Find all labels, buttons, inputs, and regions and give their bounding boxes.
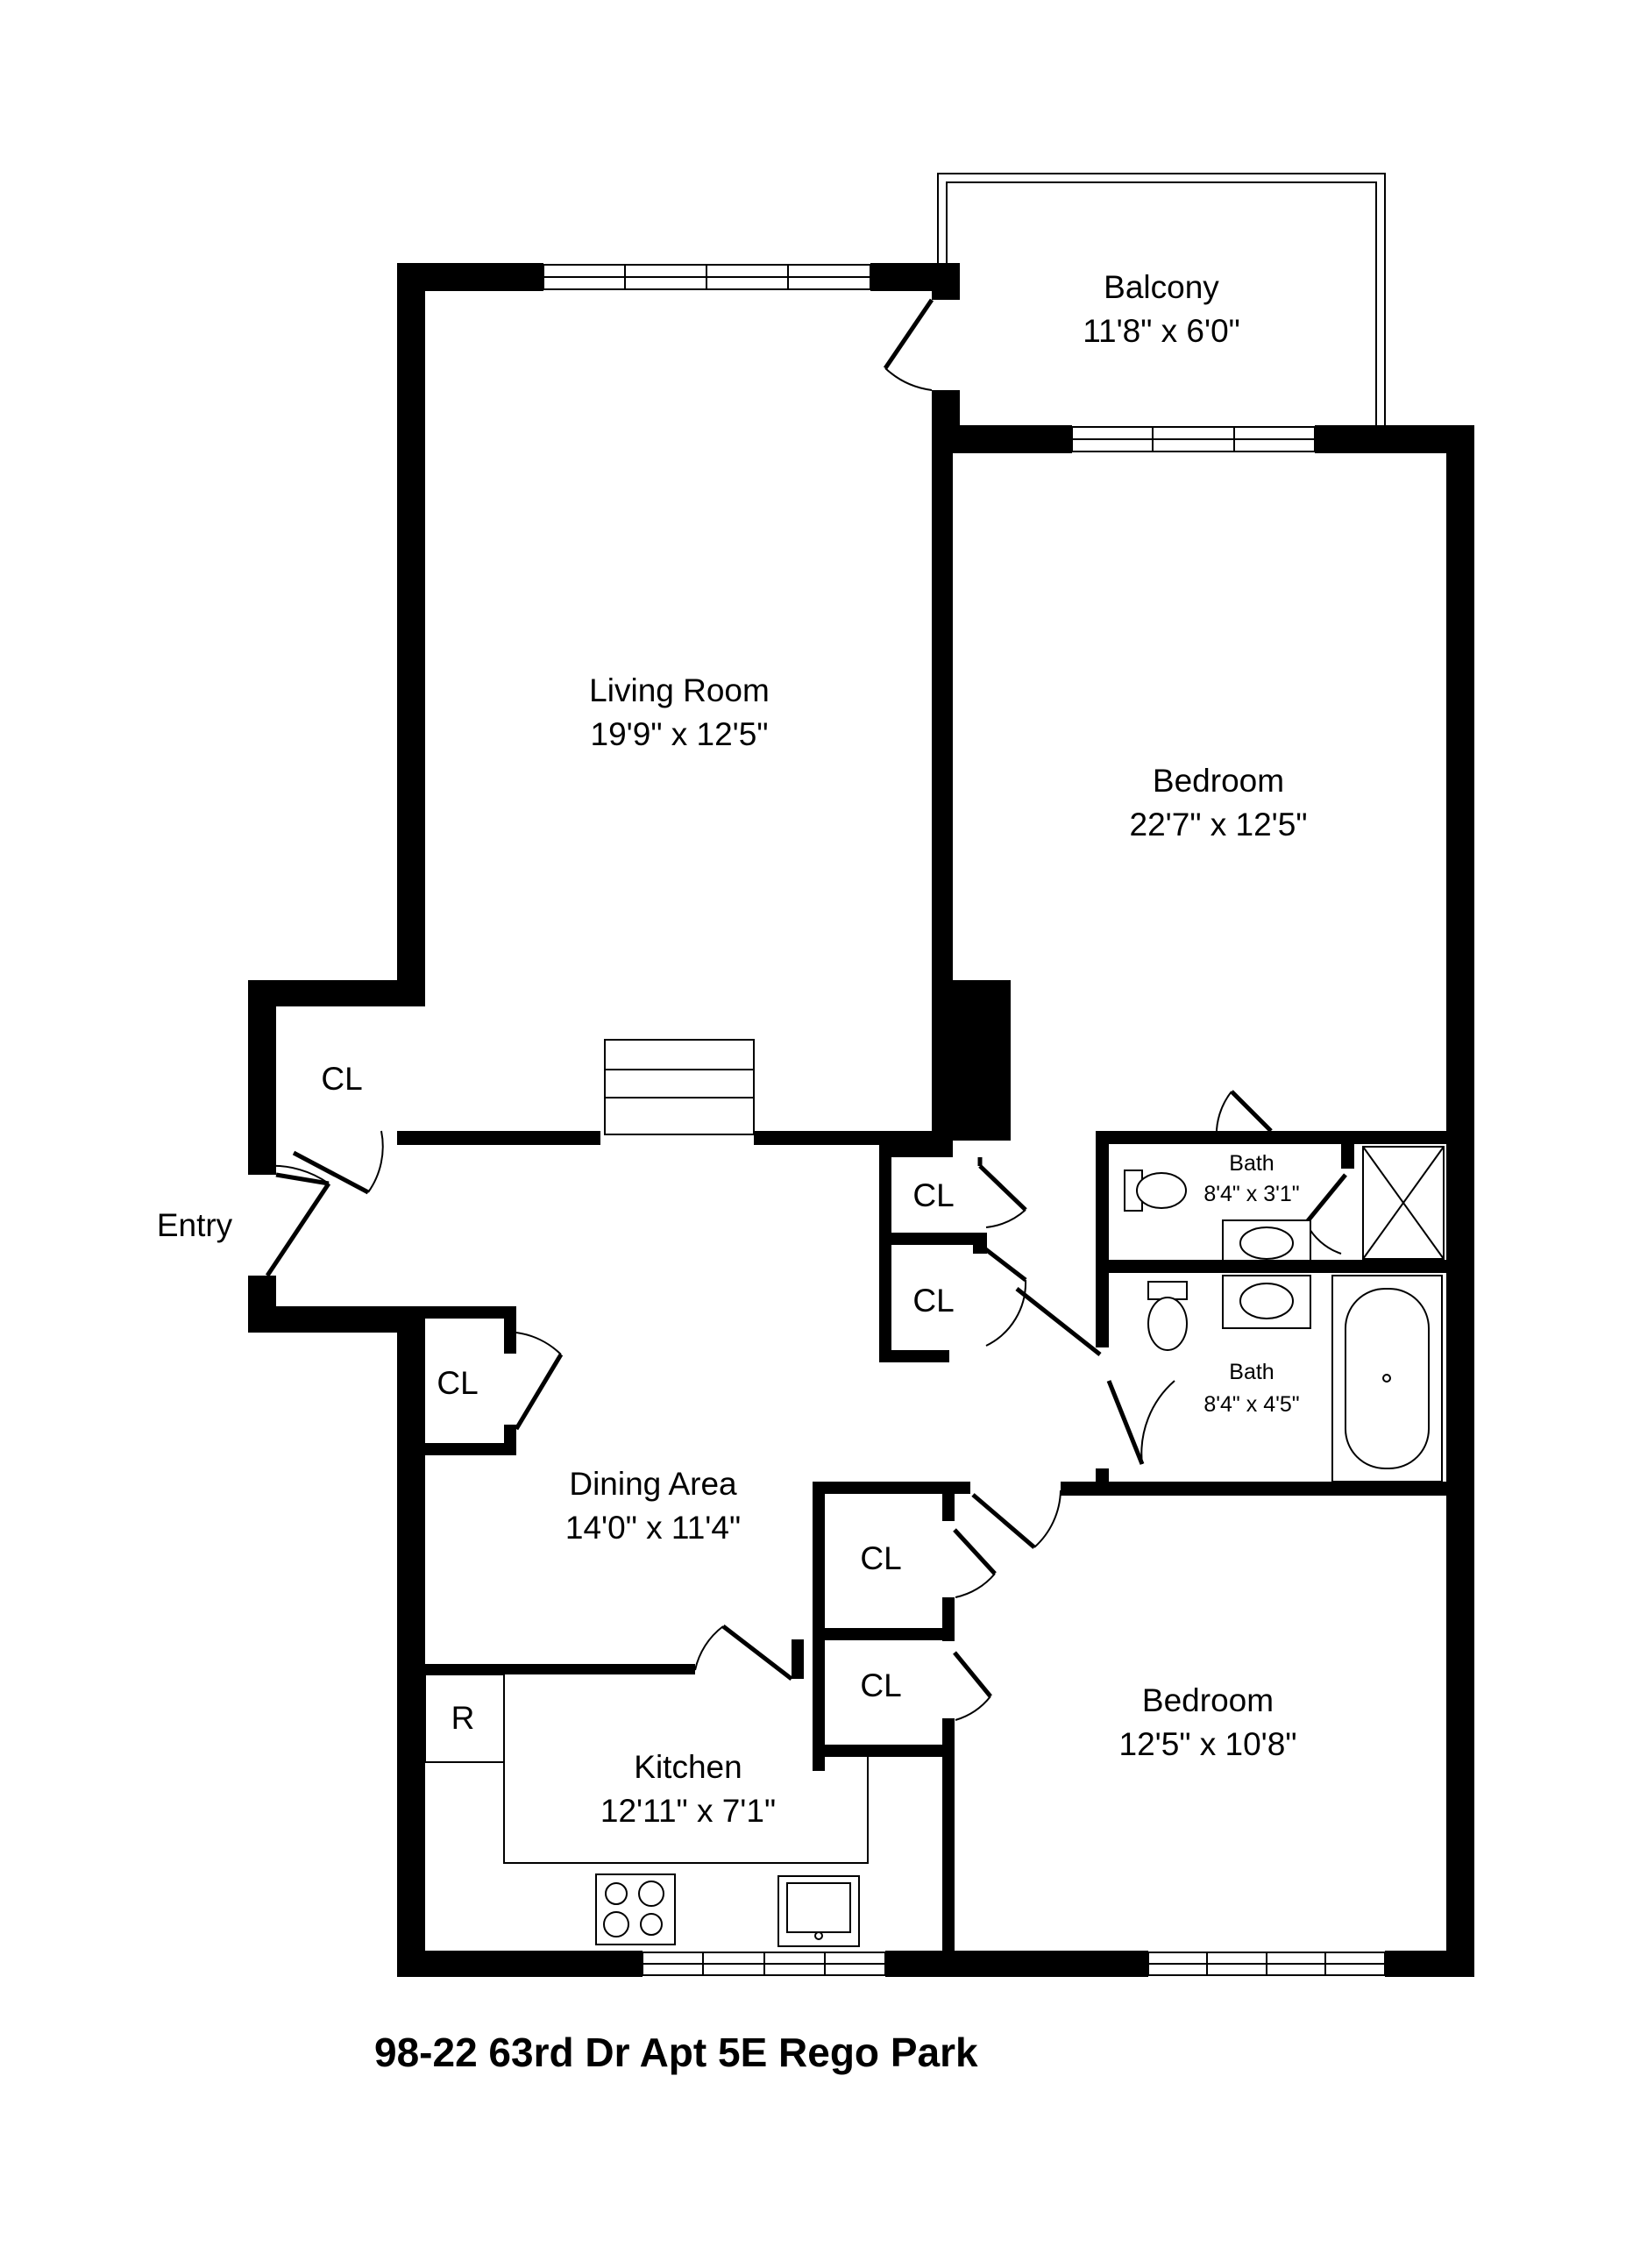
address-title: 98-22 63rd Dr Apt 5E Rego Park [374, 2030, 978, 2075]
door-kitchen [694, 1625, 793, 1681]
stove [595, 1873, 676, 1945]
kitchen-size: 12'11" x 7'1" [600, 1793, 776, 1829]
window-living [543, 264, 871, 290]
sink [777, 1875, 860, 1947]
balcony-name: Balcony [1104, 269, 1219, 305]
bath-1-fixtures [1124, 1146, 1445, 1262]
door-bedroom-1 [1215, 1090, 1273, 1141]
entry-label: Entry [157, 1207, 233, 1243]
closet-label: CL [860, 1667, 901, 1703]
shower [1362, 1146, 1445, 1260]
refrigerator-label: R [451, 1700, 475, 1736]
bedroom-2-size: 12'5" x 10'8" [1119, 1726, 1297, 1762]
door-closet-2 [978, 1243, 1027, 1347]
living-room-name: Living Room [589, 672, 770, 708]
fireplace [604, 1039, 755, 1135]
dining-area-size: 14'0" x 11'4" [565, 1510, 741, 1546]
closet-label: CL [321, 1061, 362, 1097]
kitchen-name: Kitchen [634, 1749, 742, 1785]
balcony-railing [937, 173, 1386, 428]
door-bath-2 [1015, 1287, 1175, 1465]
bath-2-fixtures [1147, 1275, 1443, 1482]
door-closet-4 [953, 1651, 992, 1721]
window-bedroom-1 [1071, 426, 1316, 452]
closet-label: CL [860, 1540, 901, 1576]
window-kitchen [642, 1952, 886, 1976]
bedroom-2-name: Bedroom [1142, 1682, 1274, 1718]
bedroom-1-size: 22'7" x 12'5" [1130, 807, 1308, 843]
door-bedroom-2 [971, 1489, 1061, 1549]
door-entry-closet [292, 1130, 384, 1195]
dining-area-name: Dining Area [569, 1466, 737, 1502]
door-balcony [883, 298, 934, 391]
bath-2-name: Bath [1229, 1360, 1274, 1384]
closet-label: CL [912, 1177, 954, 1213]
door-bath-1 [1304, 1173, 1347, 1255]
room-labels: Balcony 11'8" x 6'0" Living Room 19'9" x… [157, 269, 1308, 1829]
closet-label: CL [437, 1365, 478, 1401]
living-room-size: 19'9" x 12'5" [591, 716, 769, 752]
windows [543, 264, 1386, 1976]
door-closet-1 [977, 1157, 1027, 1228]
balcony-size: 11'8" x 6'0" [1083, 313, 1240, 349]
window-bedroom-2 [1147, 1952, 1386, 1976]
door-closet-3 [953, 1528, 997, 1598]
bathtub [1331, 1275, 1443, 1482]
doors [265, 298, 1347, 1721]
kitchen-fixtures [424, 1674, 869, 1947]
bath-1-size: 8'4" x 3'1" [1203, 1182, 1299, 1206]
bedroom-1-name: Bedroom [1153, 763, 1284, 799]
door-dining-closet [514, 1332, 564, 1431]
bath-2-size: 8'4" x 4'5" [1203, 1392, 1299, 1417]
closet-label: CL [912, 1283, 954, 1319]
walls [248, 263, 1474, 1977]
bath-1-name: Bath [1229, 1151, 1274, 1176]
door-entry [265, 1164, 331, 1277]
